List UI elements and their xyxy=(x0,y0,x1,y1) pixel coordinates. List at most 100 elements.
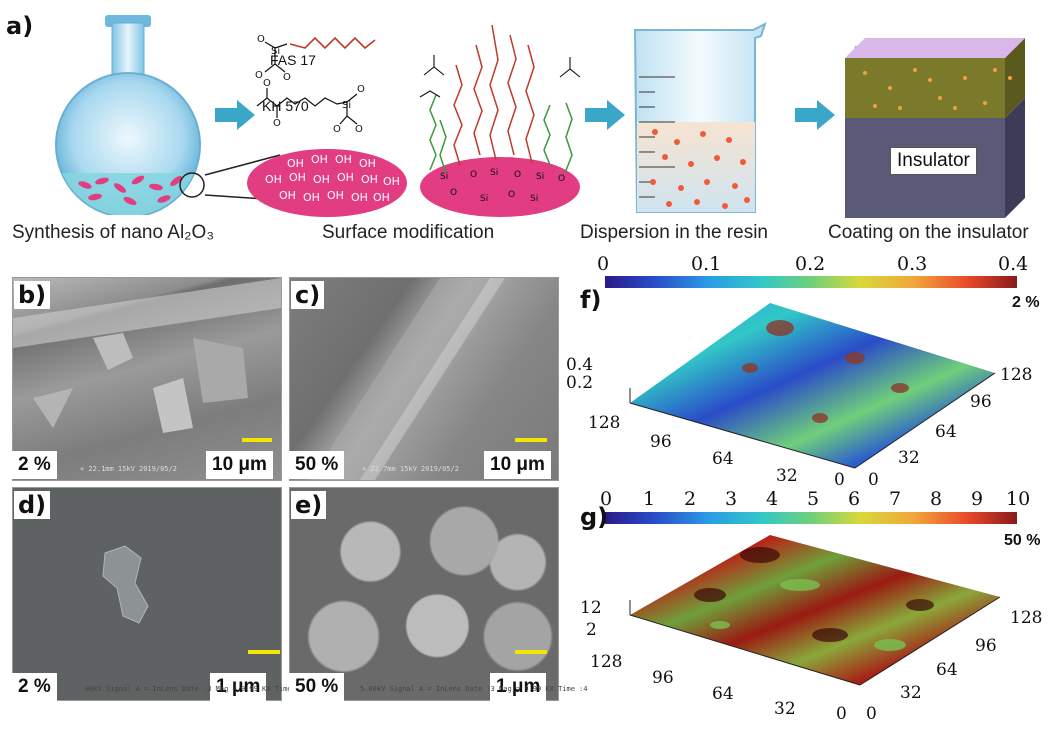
colorbar-tick: 0.4 xyxy=(998,253,1029,275)
x-tick: 128 xyxy=(590,652,623,672)
colorbar-tick: 0.3 xyxy=(897,253,928,275)
panel-a-label: a) xyxy=(6,12,34,40)
x-tick: 0 xyxy=(834,470,845,490)
svg-text:O: O xyxy=(357,84,365,95)
scale-bar xyxy=(248,650,280,654)
svg-text:OH: OH xyxy=(265,173,282,186)
concentration-label: 50 % xyxy=(1004,532,1041,549)
z-tick: 0.4 xyxy=(566,355,594,375)
sem-image-e xyxy=(289,487,559,701)
panel-e-label: e) xyxy=(291,491,327,519)
svg-text:O: O xyxy=(283,72,291,83)
sem-footer: 00kV Signal A = InLens Date :3 Mag = 9.9… xyxy=(85,685,305,693)
scale-label: 10 μm xyxy=(484,451,551,479)
sem-image-d xyxy=(12,487,282,701)
x-tick: 96 xyxy=(650,432,672,452)
concentration-label: 2 % xyxy=(12,451,57,479)
y-tick: 64 xyxy=(935,422,957,442)
surface-plot-g xyxy=(629,535,1001,686)
y-tick: 0 xyxy=(868,470,879,490)
concentration-label: 50 % xyxy=(289,451,345,479)
svg-text:Si: Si xyxy=(530,194,538,204)
fas17-label: FAS 17 xyxy=(270,52,316,68)
svg-text:O: O xyxy=(514,170,521,180)
svg-text:Si: Si xyxy=(271,46,280,57)
sem-image-b xyxy=(12,277,282,481)
panel-b-label: b) xyxy=(14,281,51,309)
y-tick: 32 xyxy=(900,683,922,703)
arrow-right-icon xyxy=(215,100,255,130)
colorbar-tick: 1 xyxy=(643,488,656,510)
svg-text:OH: OH xyxy=(361,173,378,186)
svg-text:O: O xyxy=(470,170,477,180)
y-tick: 64 xyxy=(936,660,958,680)
scale-bar xyxy=(515,438,547,442)
svg-text:OH: OH xyxy=(373,191,390,204)
sem-footer: ⋄ 22.7mm 15kV 2019/05/2 xyxy=(362,465,459,473)
y-tick: 96 xyxy=(975,636,997,656)
x-tick: 0 xyxy=(836,704,847,724)
y-tick: 32 xyxy=(898,448,920,468)
coated-insulator xyxy=(845,38,1025,218)
z-tick: 2 xyxy=(586,620,597,640)
svg-text:O: O xyxy=(558,174,565,184)
svg-text:OH: OH xyxy=(383,175,400,188)
colorbar-tick: 8 xyxy=(930,488,943,510)
svg-text:OH: OH xyxy=(335,153,352,166)
svg-text:O: O xyxy=(450,188,457,198)
svg-text:O: O xyxy=(333,124,341,135)
svg-text:Si: Si xyxy=(490,168,498,178)
x-tick: 64 xyxy=(712,449,734,469)
caption-coating: Coating on the insulator xyxy=(828,222,1029,243)
x-tick: 32 xyxy=(776,466,798,486)
colorbar-tick: 0 xyxy=(600,488,613,510)
concentration-label: 50 % xyxy=(289,673,345,701)
colorbar-tick: 9 xyxy=(971,488,984,510)
caption-surface-modification: Surface modification xyxy=(322,222,495,243)
x-tick: 96 xyxy=(652,668,674,688)
svg-text:OH: OH xyxy=(311,153,328,166)
scale-label: 10 μm xyxy=(206,451,273,479)
beaker-illustration xyxy=(633,22,767,213)
svg-text:O: O xyxy=(508,190,515,200)
svg-text:OH: OH xyxy=(337,171,354,184)
panel-g-label: g) xyxy=(580,503,609,531)
arrow-right-icon xyxy=(795,100,835,130)
z-tick: 12 xyxy=(580,598,602,618)
colorbar-tick: 4 xyxy=(766,488,779,510)
scale-bar xyxy=(515,650,547,654)
svg-text:OH: OH xyxy=(303,191,320,204)
colorbar-tick: 2 xyxy=(684,488,697,510)
caption-synthesis: Synthesis of nano Al₂O₃ xyxy=(12,222,215,243)
x-tick: 64 xyxy=(712,684,734,704)
concentration-label: 2 % xyxy=(12,673,57,701)
svg-text:Si: Si xyxy=(480,194,488,204)
y-tick: 128 xyxy=(1000,365,1033,385)
svg-text:O: O xyxy=(255,70,263,81)
colorbar-g xyxy=(605,512,1017,524)
sem-footer: ⋄ 22.1mm 15kV 2019/05/2 xyxy=(80,465,177,473)
svg-text:O: O xyxy=(257,34,265,45)
colorbar-tick: 3 xyxy=(725,488,738,510)
colorbar-tick: 0 xyxy=(597,253,610,275)
colorbar-tick: 7 xyxy=(889,488,902,510)
colorbar-tick: 0.2 xyxy=(795,253,826,275)
arrow-right-icon xyxy=(585,100,625,130)
panel-f-label: f) xyxy=(580,286,602,314)
panel-c-label: c) xyxy=(291,281,325,309)
panel-d-label: d) xyxy=(14,491,51,519)
colorbar-tick: 5 xyxy=(807,488,820,510)
x-tick: 128 xyxy=(588,413,621,433)
svg-text:OH: OH xyxy=(313,173,330,186)
flask-illustration xyxy=(55,15,205,215)
y-tick: 96 xyxy=(970,392,992,412)
svg-text:Si: Si xyxy=(536,172,544,182)
colorbar-tick: 6 xyxy=(848,488,861,510)
svg-text:Si: Si xyxy=(342,100,351,111)
z-tick: 0.2 xyxy=(566,373,594,393)
svg-text:O: O xyxy=(263,78,271,89)
caption-dispersion: Dispersion in the resin xyxy=(580,222,768,243)
